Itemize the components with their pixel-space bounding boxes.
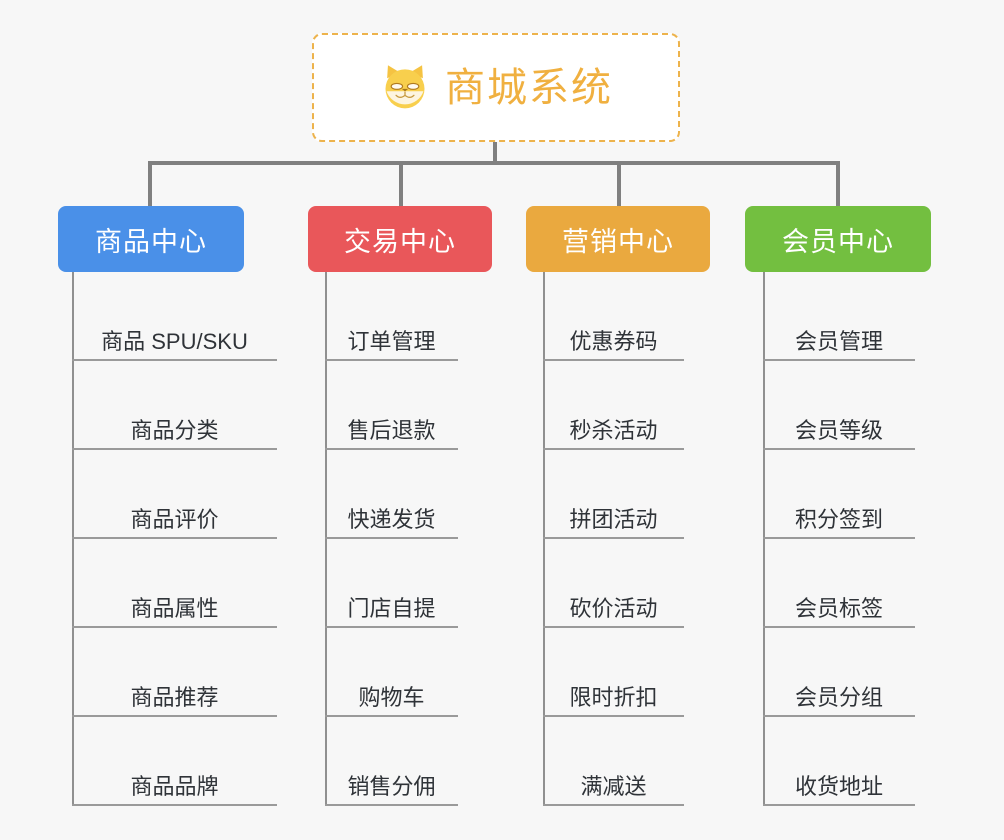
leaf-label: 购物车 [358,684,425,710]
list-item[interactable]: 门店自提 [325,539,458,628]
list-item[interactable]: 积分签到 [763,450,915,539]
list-item[interactable]: 售后退款 [325,361,458,450]
branch-spine-3 [543,272,545,806]
list-item[interactable]: 优惠券码 [543,272,684,361]
list-item[interactable]: 会员管理 [763,272,915,361]
leaf-label: 收货地址 [794,773,883,799]
leaf-label: 会员等级 [794,417,883,443]
category-box-1[interactable]: 商品中心 [58,206,244,272]
list-item[interactable]: 收货地址 [763,717,915,806]
list-item[interactable]: 快递发货 [325,450,458,539]
leaf-label: 快递发货 [347,506,436,532]
leaf-label: 优惠券码 [569,328,658,354]
branch-spine-4 [763,272,765,806]
list-item[interactable]: 满减送 [543,717,684,806]
leaf-label: 商品 SPU/SKU [101,328,248,354]
leaf-label: 满减送 [580,773,647,799]
leaf-label: 订单管理 [347,328,436,354]
branch-spine-1 [72,272,74,806]
list-item[interactable]: 秒杀活动 [543,361,684,450]
list-item[interactable]: 购物车 [325,628,458,717]
leaf-label: 会员标签 [794,595,883,621]
leaf-label: 会员分组 [794,684,883,710]
category-label-4: 会员中心 [782,226,894,257]
category-box-2[interactable]: 交易中心 [308,206,492,272]
list-item[interactable]: 销售分佣 [325,717,458,806]
connector-horizontal-bus [148,161,840,165]
leaf-label: 商品属性 [130,595,219,621]
connector-drop-4 [836,161,840,207]
branch-spine-2 [325,272,327,806]
list-item[interactable]: 会员标签 [763,539,915,628]
list-item[interactable]: 商品属性 [72,539,277,628]
leaf-label: 门店自提 [347,595,436,621]
branch-column-4: 会员管理 会员等级 积分签到 会员标签 会员分组 收货地址 [763,272,915,806]
leaf-label: 秒杀活动 [569,417,658,443]
branch-column-1: 商品 SPU/SKU 商品分类 商品评价 商品属性 商品推荐 商品品牌 [72,272,277,806]
list-item[interactable]: 商品评价 [72,450,277,539]
category-label-1: 商品中心 [95,226,207,257]
connector-drop-1 [148,161,152,207]
list-item[interactable]: 砍价活动 [543,539,684,628]
shiba-dog-icon [385,64,425,108]
category-box-3[interactable]: 营销中心 [526,206,710,272]
branch-column-3: 优惠券码 秒杀活动 拼团活动 砍价活动 限时折扣 满减送 [543,272,684,806]
connector-drop-2 [399,161,403,207]
list-item[interactable]: 会员分组 [763,628,915,717]
leaf-label: 销售分佣 [347,773,436,799]
list-item[interactable]: 会员等级 [763,361,915,450]
category-box-4[interactable]: 会员中心 [745,206,931,272]
leaf-label: 商品分类 [130,417,219,443]
leaf-label: 积分签到 [794,506,883,532]
leaf-label: 商品推荐 [130,684,219,710]
leaf-label: 拼团活动 [569,506,658,532]
leaf-label: 售后退款 [347,417,436,443]
leaf-label: 砍价活动 [569,595,658,621]
leaf-label: 限时折扣 [569,684,658,710]
leaf-label: 商品评价 [130,506,219,532]
list-item[interactable]: 限时折扣 [543,628,684,717]
list-item[interactable]: 拼团活动 [543,450,684,539]
list-item[interactable]: 商品推荐 [72,628,277,717]
root-node[interactable]: 商城系统 [312,33,680,142]
category-label-3: 营销中心 [562,226,674,257]
list-item[interactable]: 订单管理 [325,272,458,361]
root-title: 商城系统 [445,65,613,110]
leaf-label: 会员管理 [794,328,883,354]
branch-column-2: 订单管理 售后退款 快递发货 门店自提 购物车 销售分佣 [325,272,458,806]
leaf-label: 商品品牌 [130,773,219,799]
category-label-2: 交易中心 [344,226,456,257]
list-item[interactable]: 商品品牌 [72,717,277,806]
list-item[interactable]: 商品 SPU/SKU [72,272,277,361]
connector-root-vertical [493,142,497,164]
list-item[interactable]: 商品分类 [72,361,277,450]
connector-drop-3 [617,161,621,207]
